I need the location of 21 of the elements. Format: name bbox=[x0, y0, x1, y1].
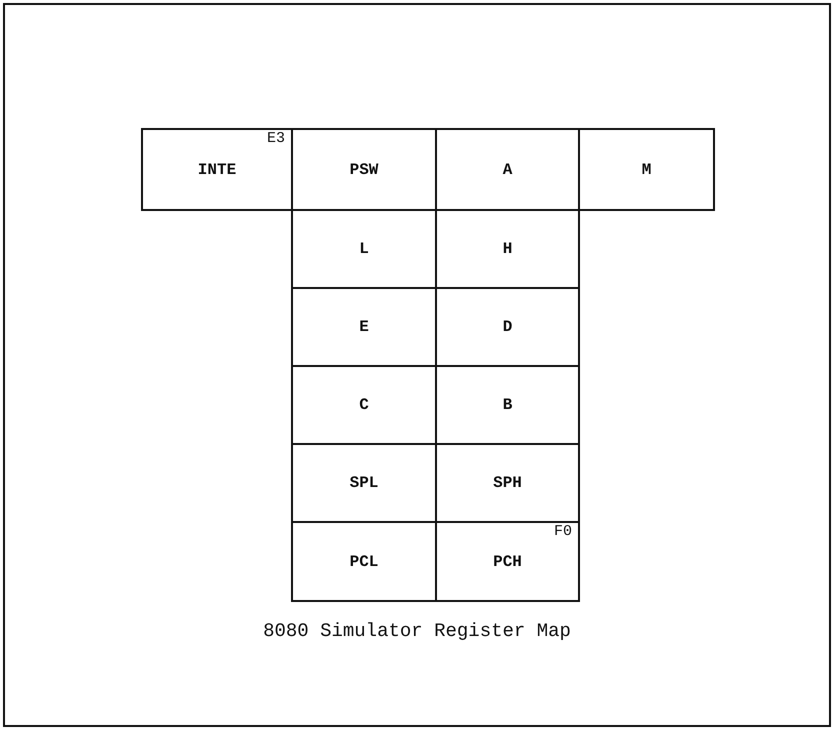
register-name: E bbox=[359, 318, 369, 336]
register-name: D bbox=[502, 318, 512, 336]
register-cell bbox=[141, 128, 293, 211]
register-cell bbox=[291, 521, 437, 602]
register-name: PCH bbox=[493, 552, 522, 570]
register-name: H bbox=[502, 240, 512, 258]
address-label: F0 bbox=[554, 523, 572, 540]
register-name: C bbox=[359, 396, 369, 414]
register-name: L bbox=[359, 240, 369, 258]
register-name: B bbox=[502, 396, 512, 414]
address-label: E3 bbox=[266, 130, 285, 147]
register-name: INTE bbox=[198, 160, 236, 178]
caption: 8080 Simulator Register Map bbox=[262, 620, 572, 642]
register-cell bbox=[435, 521, 580, 602]
register-name: A bbox=[502, 160, 512, 178]
register-name: PSW bbox=[350, 160, 378, 178]
register-name: PCL bbox=[350, 552, 378, 570]
register-name: M bbox=[642, 160, 652, 178]
register-name: SPH bbox=[493, 474, 522, 492]
register-cell bbox=[578, 128, 715, 211]
register-name: SPL bbox=[350, 474, 378, 492]
